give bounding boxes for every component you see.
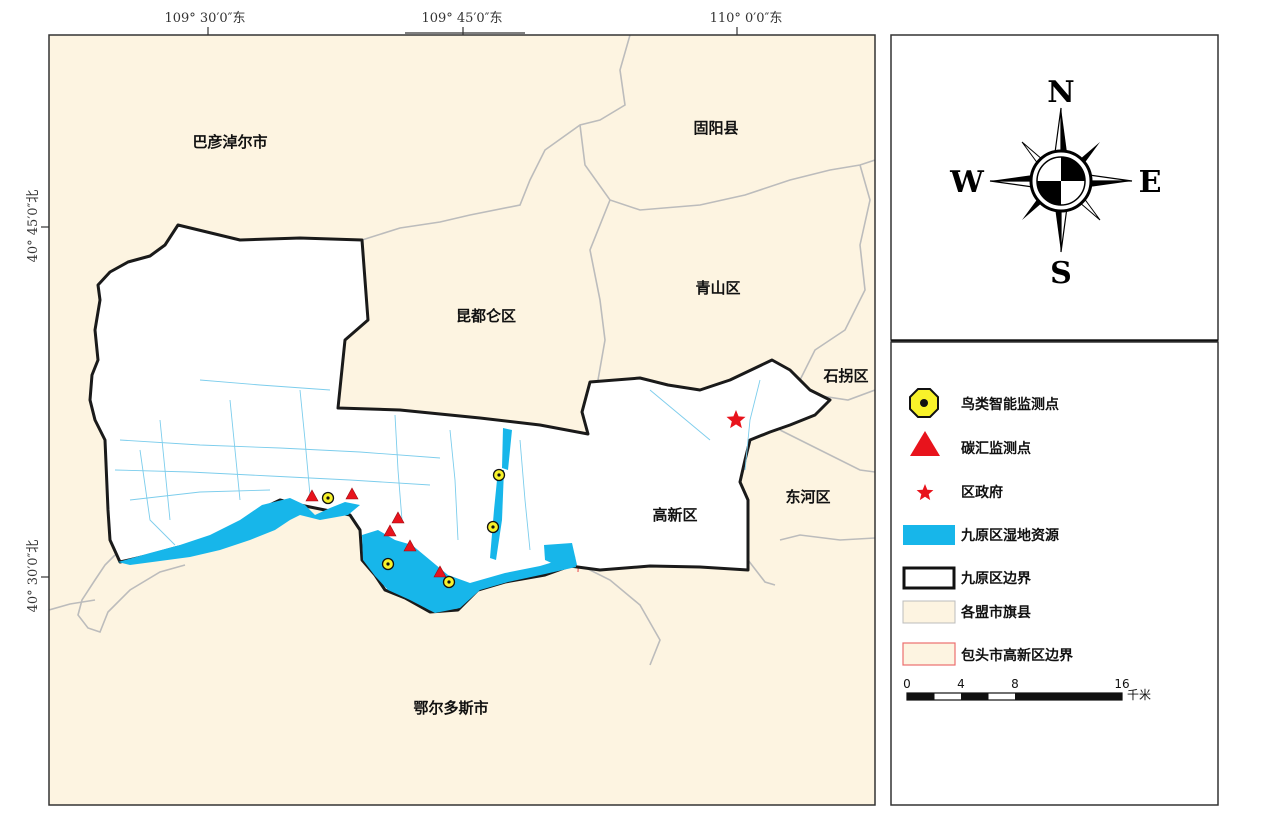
scale-tick-label: 16: [1114, 677, 1129, 691]
bird-point-marker: [486, 520, 500, 534]
compass-letter-e: E: [1139, 165, 1162, 200]
bird-point-marker: [442, 575, 456, 589]
scale-unit: 千米: [1127, 688, 1151, 702]
carbon-point-marker: [345, 487, 359, 500]
legend-label: 鸟类智能监测点: [961, 396, 1059, 413]
bird-point-marker: [381, 557, 395, 571]
region-label-donghe: 东河区: [785, 488, 830, 506]
legend-county-swatch: [902, 600, 956, 624]
legend-star-icon: [916, 484, 934, 501]
scale-tick-label: 4: [957, 677, 965, 691]
compass-letter-s: S: [1050, 256, 1072, 291]
carbon-point-marker: [433, 565, 447, 578]
legend-label: 九原区湿地资源: [960, 527, 1059, 544]
compass-letter-w: W: [949, 165, 985, 200]
legend-carbon-icon: [910, 431, 940, 456]
bird-point-marker: [321, 491, 335, 505]
region-label-guyang: 固阳县: [693, 119, 738, 137]
longitude-label: 110° 0′0″东: [710, 11, 783, 26]
wetland-area: [544, 543, 577, 567]
county-boundaries: [49, 35, 875, 666]
legend-label: 区政府: [961, 484, 1003, 501]
graticule-ticks: [41, 27, 738, 578]
compass-letter-n: N: [1047, 75, 1074, 110]
north-arrow-icon: [989, 107, 1133, 253]
wetland-area: [490, 470, 504, 560]
carbon-point-marker: [305, 489, 319, 502]
carbon-point-marker: [391, 511, 405, 524]
scale-tick-label: 8: [1011, 677, 1019, 691]
carbon-point-marker: [403, 539, 417, 552]
legend-label: 各盟市旗县: [960, 604, 1031, 621]
region-label-shiguai: 石拐区: [822, 367, 868, 385]
legend-bird-icon: [909, 388, 939, 418]
legend-label: 包头市高新区边界: [961, 647, 1074, 664]
region-label-qingshan: 青山区: [695, 279, 740, 297]
compass-panel: N S W E: [890, 34, 1219, 343]
longitude-label: 109° 45′0″东: [421, 11, 502, 26]
legend-label: 九原区边界: [960, 571, 1032, 587]
region-label-kundulun: 昆都仑区: [456, 307, 516, 325]
region-label-gaoxin: 高新区: [652, 506, 697, 524]
latitude-label: 40° 30′0″北: [26, 540, 41, 613]
latitude-label: 40° 45′0″北: [26, 190, 41, 263]
region-label-ordos: 鄂尔多斯市: [413, 699, 488, 717]
carbon-monitoring-points: [305, 487, 447, 578]
bird-point-marker: [492, 468, 506, 482]
jiuyuan-district: [88, 223, 832, 614]
bird-monitoring-points: [321, 468, 506, 589]
water-channels: [114, 379, 761, 551]
map-panel: 109° 30′0″东 109° 45′0″东 110° 0′0″东 40° 4…: [26, 11, 876, 806]
legend-wetland-swatch: [903, 525, 955, 545]
scale-bar: [906, 692, 1123, 701]
wetland-area: [502, 428, 512, 470]
legend-label: 碳汇监测点: [961, 440, 1031, 457]
scale-tick-label: 0: [903, 677, 911, 691]
region-label-bayannur: 巴彦淖尔市: [192, 133, 267, 151]
carbon-point-marker: [383, 524, 397, 537]
legend-panel: 鸟类智能监测点 碳汇监测点 区政府 九原区湿地资源 九原区边界 各盟市旗县 包头…: [890, 341, 1219, 806]
district-government-star-icon: [726, 410, 746, 429]
longitude-label: 109° 30′0″东: [164, 11, 245, 26]
legend-gaoxin-swatch: [902, 642, 956, 666]
legend-boundary-swatch: [902, 566, 956, 590]
wetland-area: [118, 498, 360, 565]
map-frame: [48, 34, 876, 806]
